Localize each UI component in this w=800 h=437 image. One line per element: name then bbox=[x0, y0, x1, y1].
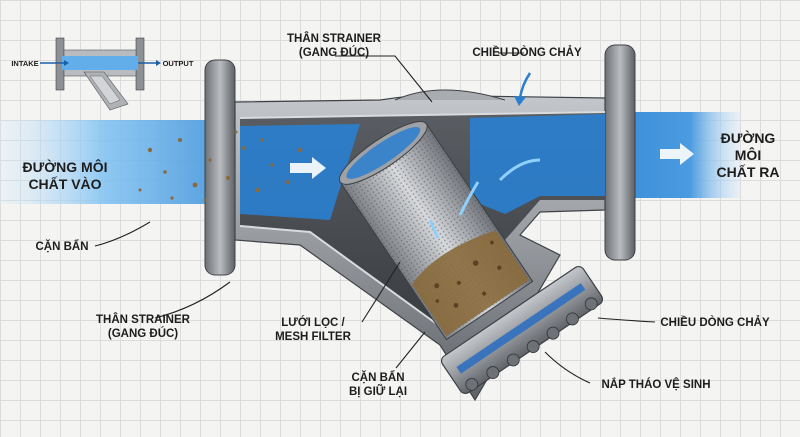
labels: THÂN STRAINER (GANG ĐÚC) CHIỀU DÒNG CHẢY… bbox=[23, 32, 780, 398]
trapped-debris-label-line2: BỊ GIỮ LẠI bbox=[349, 385, 407, 398]
outlet-label-line2: MÔI bbox=[735, 146, 761, 163]
inlet-label-line1: ĐƯỜNG MÔI bbox=[23, 158, 108, 175]
body-top-label-line1: THÂN STRAINER bbox=[287, 32, 382, 45]
cleaning-cover-label: NẮP THÁO VỆ SINH bbox=[601, 378, 710, 391]
debris-label: CẶN BẨN bbox=[35, 240, 88, 253]
internal-flow-arrows bbox=[428, 158, 541, 239]
body-top-label-line2: (GANG ĐÚC) bbox=[299, 46, 369, 59]
outlet-label-line1: ĐƯỜNG bbox=[721, 129, 776, 146]
cleaning-cover bbox=[440, 265, 604, 395]
body-bottom-label-line2: (GANG ĐÚC) bbox=[108, 327, 178, 340]
body-bottom-label-line1: THÂN STRAINER bbox=[96, 313, 191, 326]
mesh-filter-label-line2: MESH FILTER bbox=[275, 331, 352, 343]
flow-direction-arrow-top bbox=[514, 72, 532, 106]
leader-lines bbox=[94, 52, 656, 384]
inset-schematic: INTAKE OUTPUT bbox=[11, 37, 194, 111]
trapped-debris bbox=[411, 230, 530, 336]
trapped-debris-label-line1: CẶN BẨN bbox=[351, 371, 404, 384]
inlet-label-line2: CHẤT VÀO bbox=[28, 176, 101, 192]
flow-direction-top-label: CHIỀU DÒNG CHẢY bbox=[472, 46, 582, 59]
flow-direction-right-label: CHIỀU DÒNG CHẢY bbox=[660, 316, 770, 329]
mesh-filter-label-line1: LƯỚI LỌC / bbox=[281, 316, 345, 329]
outlet-label-line3: CHẤT RA bbox=[717, 164, 780, 180]
inset-intake-label: INTAKE bbox=[11, 59, 38, 68]
inlet-debris-particles bbox=[138, 130, 320, 202]
inset-output-label: OUTPUT bbox=[163, 59, 194, 68]
flow-arrows bbox=[290, 143, 694, 179]
